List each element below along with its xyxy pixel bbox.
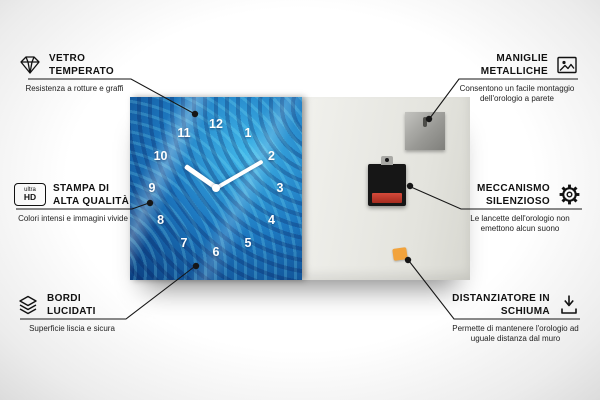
- callout-header: MECCANISMO SILENZIOSO: [458, 180, 582, 209]
- callout-header: BORDI LUCIDATI: [16, 290, 128, 319]
- metal-hanging-plate: [405, 112, 445, 150]
- callout-subtitle: Colori intensi e immagini vivide: [18, 214, 128, 223]
- callout-header: MANIGLIE METALLICHE: [455, 50, 579, 79]
- diamond-icon: [18, 53, 42, 77]
- clock-number-2: 2: [267, 149, 275, 163]
- clock-minute-hand: [215, 159, 264, 190]
- gear-icon: [557, 182, 582, 207]
- callout-bordi-lucidati: BORDI LUCIDATI Superficie liscia e sicur…: [16, 290, 128, 334]
- callout-title: MECCANISMO SILENZIOSO: [477, 182, 550, 207]
- callout-title: STAMPA DI ALTA QUALITÀ: [53, 182, 130, 207]
- ultra-hd-icon: ultra HD: [14, 183, 46, 206]
- clock-number-5: 5: [244, 236, 252, 251]
- callout-subtitle: Resistenza a rotture e graffi: [25, 84, 124, 93]
- clock-number-8: 8: [157, 213, 165, 227]
- ultra-hd-icon-text-top: ultra: [24, 187, 36, 194]
- ultra-hd-icon-text-bottom: HD: [23, 192, 37, 203]
- callout-distanziatore-schiuma: DISTANZIATORE IN SCHIUMA Permette di man…: [450, 290, 581, 345]
- layers-icon: [16, 293, 40, 317]
- clock-number-10: 10: [153, 149, 168, 163]
- callout-meccanismo-silenzioso: MECCANISMO SILENZIOSO Le lancette dell'o…: [458, 180, 582, 235]
- callout-header: VETRO TEMPERATO: [18, 50, 131, 79]
- clock-center-cap: [212, 184, 220, 192]
- clock-mechanism: [368, 156, 406, 206]
- clock-number-6: 6: [212, 245, 220, 259]
- battery: [372, 193, 402, 203]
- spacer-icon: [557, 293, 581, 317]
- picture-frame-icon: [555, 53, 579, 77]
- callout-vetro-temperato: VETRO TEMPERATO Resistenza a rotture e g…: [18, 50, 131, 94]
- clock-number-4: 4: [267, 213, 275, 227]
- clock-back-panel: [302, 97, 470, 280]
- clock-number-1: 1: [244, 125, 252, 140]
- hanging-slot: [423, 117, 427, 127]
- clock-number-9: 9: [148, 181, 156, 195]
- clock-number-11: 11: [177, 125, 191, 140]
- mechanism-hanger: [381, 156, 393, 165]
- callout-subtitle: Permette di mantenere l'orologio ad ugua…: [452, 324, 579, 344]
- foam-spacer: [392, 247, 408, 261]
- callout-title: DISTANZIATORE IN SCHIUMA: [452, 292, 550, 317]
- callout-stampa-alta-qualita: ultra HD STAMPA DI ALTA QUALITÀ Colori i…: [14, 180, 132, 224]
- callout-title: VETRO TEMPERATO: [49, 52, 115, 77]
- clock-number-12: 12: [209, 117, 223, 131]
- clock-number-7: 7: [180, 236, 188, 251]
- callout-subtitle: Consentono un facile montaggio dell'orol…: [459, 84, 575, 104]
- callout-header: DISTANZIATORE IN SCHIUMA: [450, 290, 581, 319]
- callout-header: ultra HD STAMPA DI ALTA QUALITÀ: [14, 180, 132, 209]
- callout-title: MANIGLIE METALLICHE: [480, 52, 548, 77]
- callout-subtitle: Superficie liscia e sicura: [29, 324, 115, 333]
- callout-subtitle: Le lancette dell'orologio non emettono a…: [470, 214, 570, 234]
- clock-number-3: 3: [276, 181, 284, 195]
- callout-maniglie-metalliche: MANIGLIE METALLICHE Consentono un facile…: [455, 50, 579, 105]
- callout-title: BORDI LUCIDATI: [47, 292, 96, 317]
